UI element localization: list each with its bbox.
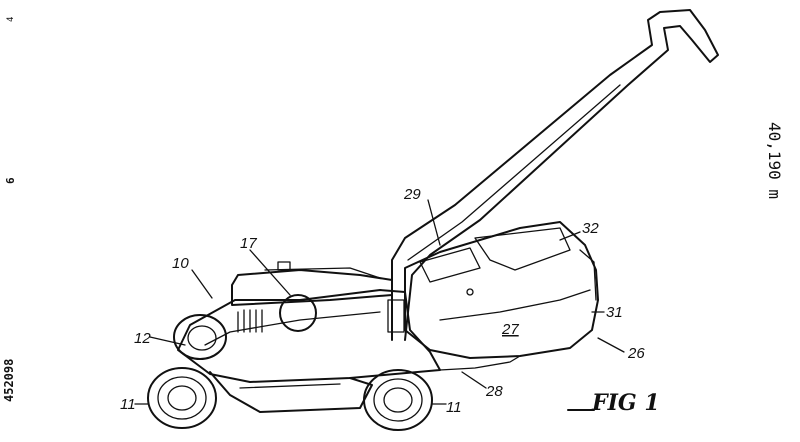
figure-caption: FIG 1 xyxy=(591,390,660,416)
rear-wheel-11 xyxy=(363,369,433,431)
label-27: 27 xyxy=(501,321,519,338)
engine-17 xyxy=(231,261,393,333)
margin-left-mark: 6 xyxy=(4,177,17,184)
collector-lid-32 xyxy=(474,227,571,271)
margin-left-top-mark: 4 xyxy=(6,16,16,22)
label-12: 12 xyxy=(134,330,151,347)
handle xyxy=(387,9,719,341)
label-31: 31 xyxy=(606,304,623,321)
engine-starter xyxy=(279,294,317,332)
mower-deck xyxy=(177,289,521,413)
label-26: 26 xyxy=(627,345,645,362)
label-11-right: 11 xyxy=(446,399,462,416)
margin-right-text: 40,190 m xyxy=(765,122,784,200)
rear-roller-12 xyxy=(173,314,227,360)
leader-lines xyxy=(134,199,625,405)
handle-bracket xyxy=(387,299,405,333)
label-10: 10 xyxy=(172,255,189,272)
label-29: 29 xyxy=(403,186,421,203)
grass-collector-27 xyxy=(404,221,599,359)
label-11-left: 11 xyxy=(120,396,136,413)
label-32: 32 xyxy=(582,220,599,237)
label-28: 28 xyxy=(485,383,503,400)
front-wheel-11 xyxy=(147,367,217,429)
label-17: 17 xyxy=(240,235,257,252)
margin-left-number: 452098 xyxy=(2,358,16,402)
